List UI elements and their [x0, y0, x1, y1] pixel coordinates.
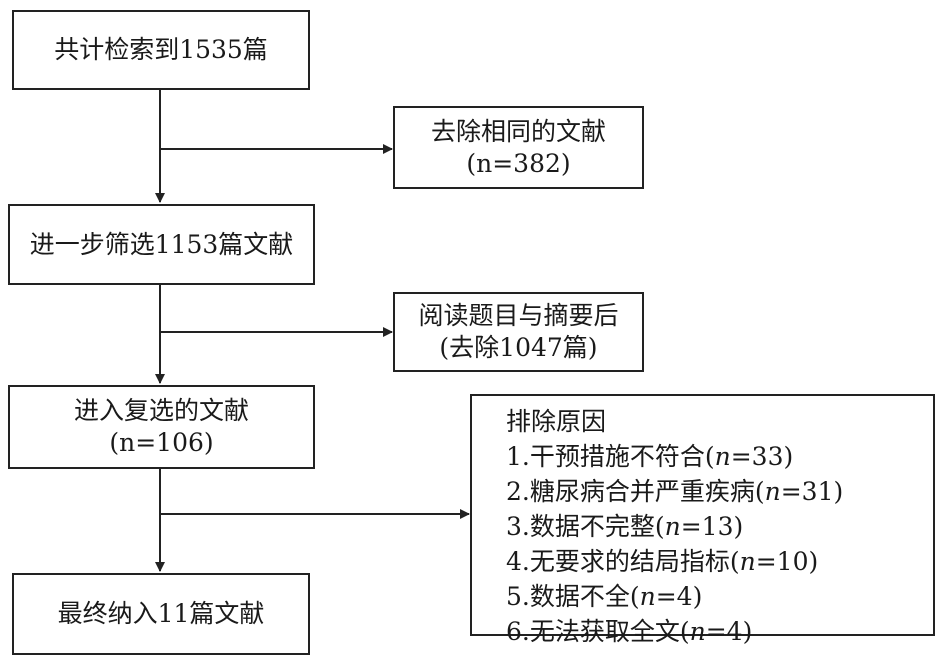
- duplicates-removed-box: 去除相同的文献 (n=382): [393, 106, 644, 189]
- total-searched-box: 共计检索到1535篇: [12, 10, 310, 90]
- exclusion-reason-item: 6.无法获取全文(n=4): [506, 617, 753, 646]
- final-included-text: 最终纳入11篇文献: [57, 599, 265, 628]
- duplicates-removed-count: (n=382): [466, 148, 571, 178]
- exclusion-reasons-box: 排除原因 1.干预措施不符合(n=33) 2.糖尿病合并严重疾病(n=31) 3…: [470, 394, 935, 646]
- exclusion-reason-item: 4.无要求的结局指标(n=10): [506, 547, 819, 576]
- total-searched-text: 共计检索到1535篇: [54, 35, 268, 64]
- exclusion-reason-item: 3.数据不完整(n=13): [506, 512, 744, 541]
- full-text-screening-box: 进入复选的文献 (n=106): [8, 385, 315, 469]
- further-screening-text: 进一步筛选1153篇文献: [29, 229, 294, 259]
- exclusion-reasons-heading: 排除原因: [506, 407, 607, 436]
- full-text-screening-count: (n=106): [109, 428, 214, 457]
- final-included-box: 最终纳入11篇文献: [12, 573, 310, 655]
- title-abstract-count: (去除1047篇): [439, 333, 598, 362]
- title-abstract-box: 阅读题目与摘要后 (去除1047篇): [393, 292, 644, 372]
- exclusion-reason-item: 5.数据不全(n=4): [506, 582, 703, 611]
- exclusion-reason-item: 1.干预措施不符合(n=33): [506, 442, 794, 471]
- title-abstract-title: 阅读题目与摘要后: [418, 301, 619, 330]
- further-screening-box: 进一步筛选1153篇文献: [8, 204, 315, 285]
- exclusion-reason-item: 2.糖尿病合并严重疾病(n=31): [506, 477, 844, 506]
- full-text-screening-title: 进入复选的文献: [73, 396, 249, 425]
- duplicates-removed-title: 去除相同的文献: [430, 116, 606, 146]
